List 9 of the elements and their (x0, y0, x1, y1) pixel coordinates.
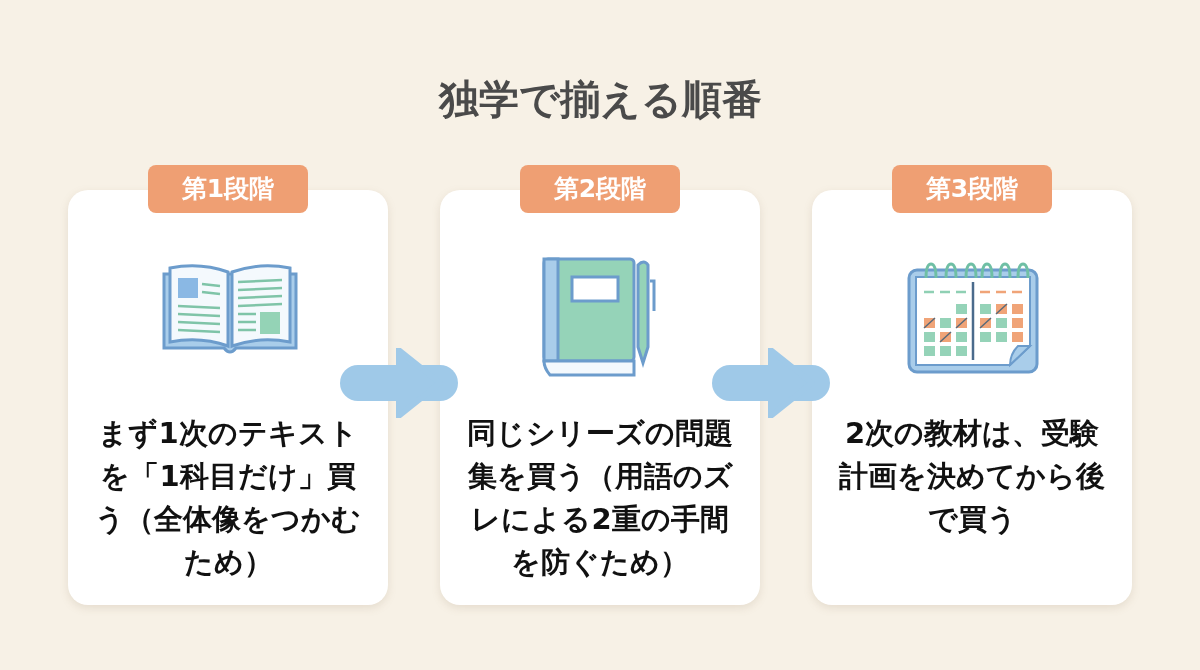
title: 独学で揃える順番 (438, 76, 762, 122)
stage-badge: 第1段階 (148, 165, 308, 213)
stage-badge: 第3段階 (892, 165, 1052, 213)
step-text: 2次の教材は、受験計画を決めてから後で買う (839, 416, 1105, 536)
arrow (340, 345, 458, 421)
step-text: まず1次のテキストを「1科目だけ」買う（全体像をつかむため） (95, 416, 361, 579)
step-text: 同じシリーズの問題集を買う（用語のズレによる2重の手間を防ぐため） (467, 416, 733, 579)
arrow (712, 345, 830, 421)
stage-badge: 第2段階 (520, 165, 680, 213)
